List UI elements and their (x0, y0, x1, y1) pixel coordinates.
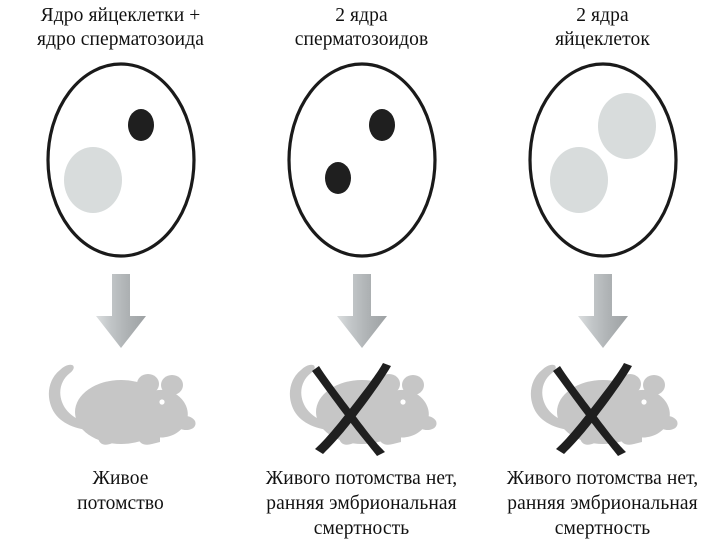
mouse-ear-left (377, 374, 400, 394)
bottom-caption: Живого потомства нет, ранняя эмбриональн… (482, 466, 723, 541)
bottom-caption-line: ранняя эмбриональная (507, 493, 698, 514)
column-egg-plus-sperm: Ядро яйцеклетки + ядро сперматозоида (0, 0, 241, 547)
mouse-ear-right (160, 375, 183, 395)
bottom-caption-line: потомство (77, 493, 164, 514)
sperm-nucleus (324, 162, 351, 194)
sperm-nucleus (368, 109, 395, 141)
mouse-front-leg (619, 434, 642, 445)
cell-membrane-outline (45, 62, 196, 258)
mouse-ear-left (136, 374, 159, 394)
top-caption: 2 ядра яйцеклеток (482, 4, 723, 52)
top-caption-line: 2 ядра (576, 5, 629, 26)
cell-diagram-wrapper (482, 60, 723, 260)
mouse-front-leg (378, 434, 401, 445)
bottom-caption-line: смертность (313, 518, 410, 539)
mouse-tail (48, 364, 92, 430)
cell-diagram-wrapper (0, 60, 241, 260)
top-caption-line: 2 ядра (335, 5, 388, 26)
mouse-eye (158, 399, 165, 405)
cell-membrane-outline (286, 62, 437, 258)
top-caption-line: Ядро яйцеклетки + (40, 5, 201, 26)
mouse-ear-right (401, 375, 424, 395)
bottom-caption-line: Живого потомства нет, (506, 468, 699, 489)
cross-out-mark (311, 363, 391, 456)
egg-nucleus (597, 93, 656, 159)
mouse-ear-left (618, 374, 641, 394)
mouse-snout (415, 415, 437, 430)
top-caption: Ядро яйцеклетки + ядро сперматозоида (0, 4, 241, 52)
mouse-eye (640, 399, 647, 405)
cell-diagram-wrapper (241, 60, 482, 260)
mouse-hind-leg (579, 432, 597, 445)
arrow-wrapper (482, 272, 723, 354)
mouse-snout (174, 415, 196, 430)
bottom-caption-line: смертность (554, 518, 651, 539)
bottom-caption: Живого потомства нет, ранняя эмбриональн… (241, 466, 482, 541)
outcome-wrapper (0, 352, 241, 464)
arrow-wrapper (241, 272, 482, 354)
zygote-gynogenetic (527, 62, 678, 258)
mouse-tail (289, 364, 333, 430)
cell-membrane-outline (527, 62, 678, 258)
zygote-androgenetic (286, 62, 437, 258)
egg-nucleus (63, 147, 122, 213)
mouse-snout (656, 415, 678, 430)
arrow-down-icon (95, 274, 146, 348)
arrow-wrapper (0, 272, 241, 354)
bottom-caption: Живое потомство (0, 466, 241, 516)
column-two-sperm-nuclei: 2 ядра сперматозоидов (241, 0, 482, 547)
top-caption-line: сперматозоидов (294, 29, 429, 50)
bottom-caption-line: Живого потомства нет, (265, 468, 458, 489)
column-two-egg-nuclei: 2 ядра яйцеклеток (482, 0, 723, 547)
zygote-normal (45, 62, 196, 258)
mouse-head (137, 389, 188, 438)
top-caption-line: ядро сперматозоида (37, 29, 204, 50)
mouse-front-leg (137, 434, 160, 445)
mouse-tail (530, 364, 574, 430)
mouse-eye (399, 399, 406, 405)
arrow-down-icon (577, 274, 628, 348)
arrow-down-icon (336, 274, 387, 348)
bottom-caption-line: ранняя эмбриональная (266, 493, 457, 514)
mouse-silhouette (48, 364, 196, 445)
sperm-nucleus (127, 109, 154, 141)
mouse-head (378, 389, 429, 438)
outcome-wrapper (241, 352, 482, 464)
outcome-wrapper (482, 352, 723, 464)
mouse-head (619, 389, 670, 438)
bottom-caption-line: Живое (92, 468, 149, 489)
mouse-hind-leg (97, 432, 115, 445)
live-mouse (48, 364, 196, 445)
mouse-ear-right (642, 375, 665, 395)
mouse-hind-leg (338, 432, 356, 445)
top-caption-line: яйцеклеток (555, 29, 650, 50)
egg-nucleus (549, 147, 608, 213)
top-caption: 2 ядра сперматозоидов (241, 4, 482, 52)
dead-mouse (530, 363, 678, 456)
dead-mouse (289, 363, 437, 456)
cross-out-mark (552, 363, 632, 456)
